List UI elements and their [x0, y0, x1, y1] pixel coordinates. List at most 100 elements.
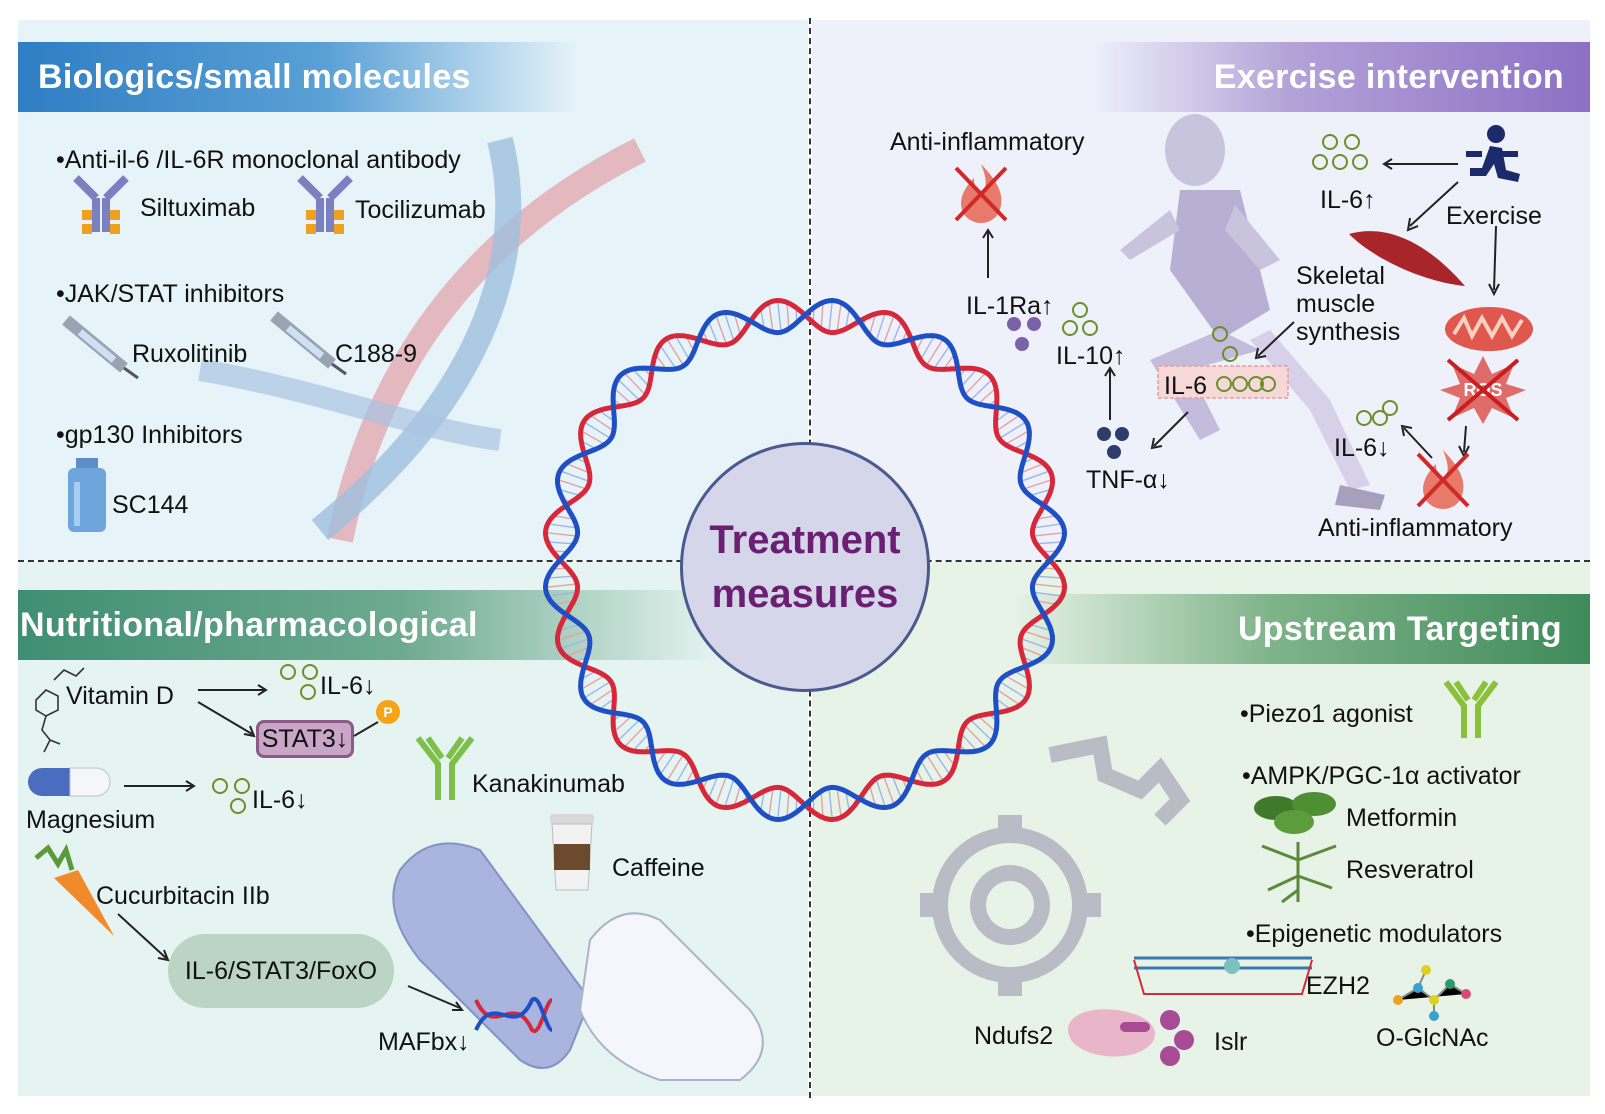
antibody-green-icon	[415, 736, 475, 800]
label-kanakinumab: Kanakinumab	[472, 770, 625, 798]
label-ezh2: EZH2	[1306, 972, 1370, 1000]
ros-burst-icon: ROS	[1440, 356, 1526, 424]
arrow-right	[124, 780, 196, 792]
label-tnf-alpha: TNF-α↓	[1086, 466, 1170, 494]
plant-leaves-icon	[1254, 792, 1336, 834]
background-dna-helix	[198, 136, 646, 543]
arrow-down-left	[1150, 411, 1189, 450]
label-il6-fiber: IL-6	[1164, 372, 1208, 400]
label-metformin: Metformin	[1346, 804, 1458, 832]
vitamin-d-structure-icon	[35, 667, 85, 753]
title-nutritional: Nutritional/pharmacological	[20, 605, 478, 644]
label-magnesium: Magnesium	[26, 806, 156, 834]
label-il6-down-b: IL-6↓	[252, 786, 308, 814]
label-ruxolitinib: Ruxolitinib	[132, 340, 248, 368]
cytokine-dots-green	[1062, 302, 1098, 336]
label-ampk: •AMPK/PGC-1α activator	[1242, 762, 1521, 790]
protein-icon	[1068, 1009, 1194, 1066]
plant-roots-icon	[1261, 842, 1337, 904]
banner-nutritional: Nutritional/pharmacological	[18, 590, 720, 660]
label-il6-down-a: IL-6↓	[320, 672, 376, 700]
label-anti-il6: •Anti-il-6 /IL-6R monoclonal antibody	[56, 146, 461, 174]
arrow-up-left	[1400, 424, 1433, 459]
antibody-icon	[73, 175, 129, 234]
label-vitamin-d: Vitamin D	[66, 682, 174, 710]
molecule-icon	[1393, 965, 1471, 1021]
label-anti-inflammatory-top: Anti-inflammatory	[890, 128, 1085, 156]
label-tocilizumab: Tocilizumab	[355, 196, 486, 224]
flame-crossed-icon	[954, 164, 1008, 223]
label-piezo1: •Piezo1 agonist	[1240, 700, 1413, 728]
gear-icon	[920, 735, 1191, 996]
banner-exercise: Exercise intervention	[1090, 42, 1590, 112]
phosphate-icon: P	[353, 700, 400, 737]
dna-ring	[542, 297, 1068, 823]
cytokine-dots-green	[1212, 326, 1276, 392]
center-title-line1: Treatment	[709, 518, 901, 562]
label-phosphate: P	[383, 704, 392, 720]
vial-icon	[68, 458, 106, 532]
antibody-icon	[297, 175, 353, 234]
title-biologics: Biologics/small molecules	[38, 57, 471, 96]
label-caffeine: Caffeine	[612, 854, 705, 882]
arrow-up	[1104, 366, 1116, 420]
small-dna-icon	[474, 996, 554, 1034]
center-title-line2: measures	[711, 572, 899, 616]
syringe-icon	[62, 315, 139, 380]
cytokine-dots-green	[212, 778, 250, 814]
arrow-up	[982, 228, 994, 278]
cytokine-dots-green	[1356, 400, 1398, 426]
pathway-pill: IL-6/STAT3/FoxO	[168, 934, 394, 1008]
label-jak-stat: •JAK/STAT inhibitors	[56, 280, 285, 308]
title-upstream: Upstream Targeting	[1237, 609, 1562, 648]
running-person-icon	[1466, 125, 1520, 182]
label-epigenetic: •Epigenetic modulators	[1246, 920, 1503, 948]
pill-capsule-icon	[28, 767, 111, 797]
cytokine-dots-purple	[1007, 317, 1041, 351]
dna-loop-icon	[1133, 956, 1313, 995]
coffee-cup-icon	[550, 814, 594, 891]
stat3-box: STAT3↓	[256, 720, 354, 758]
banner-upstream: Upstream Targeting	[1010, 594, 1590, 664]
label-muscle: muscle	[1296, 290, 1376, 318]
antibody-green-icon	[1443, 680, 1499, 738]
label-cucurbitacin: Cucurbitacin IIb	[96, 882, 270, 910]
arrow-down-right	[117, 913, 170, 962]
label-c188-9: C188-9	[335, 340, 417, 368]
label-ndufs2: Ndufs2	[974, 1022, 1054, 1050]
muscle-icon	[1349, 231, 1465, 286]
banner-biologics: Biologics/small molecules	[18, 42, 578, 112]
mitochondria-icon	[1445, 307, 1533, 351]
cytokine-dots-navy	[1097, 427, 1129, 459]
arrow-right	[198, 684, 268, 696]
label-resveratrol: Resveratrol	[1346, 856, 1474, 884]
syringe-icon	[270, 311, 347, 376]
label-siltuximab: Siltuximab	[140, 194, 256, 222]
arrow-down-left	[1406, 181, 1459, 232]
flame-crossed-icon	[1416, 450, 1470, 509]
label-il10: IL-10↑	[1056, 342, 1126, 370]
label-stat3: STAT3↓	[261, 724, 349, 753]
center-circle: Treatment measures	[680, 442, 930, 692]
label-exercise: Exercise	[1446, 202, 1542, 230]
arrow-down-right	[407, 985, 464, 1011]
carrot-icon	[34, 843, 114, 936]
label-gp130: •gp130 Inhibitors	[56, 421, 243, 449]
label-synthesis: synthesis	[1296, 318, 1401, 346]
arrow-down	[1488, 225, 1500, 297]
label-anti-inflammatory-bottom: Anti-inflammatory	[1318, 514, 1513, 542]
label-pathway: IL-6/STAT3/FoxO	[184, 956, 378, 985]
cytokine-dots-green	[1312, 134, 1368, 170]
cytokine-dots-green	[280, 664, 318, 700]
label-sc144: SC144	[112, 491, 189, 519]
title-exercise: Exercise intervention	[1213, 57, 1564, 96]
arrow-left	[1382, 158, 1458, 170]
label-il6-down: IL-6↓	[1334, 434, 1390, 462]
arrow-down-right	[197, 701, 256, 738]
label-islr: Islr	[1214, 1028, 1248, 1056]
arrow-down-left	[1254, 321, 1295, 360]
label-il6-up: IL-6↑	[1320, 186, 1376, 214]
muscle-fiber-il6	[1157, 365, 1289, 399]
label-mafbx: MAFbx↓	[378, 1028, 470, 1056]
label-skeletal: Skeletal	[1296, 262, 1385, 290]
